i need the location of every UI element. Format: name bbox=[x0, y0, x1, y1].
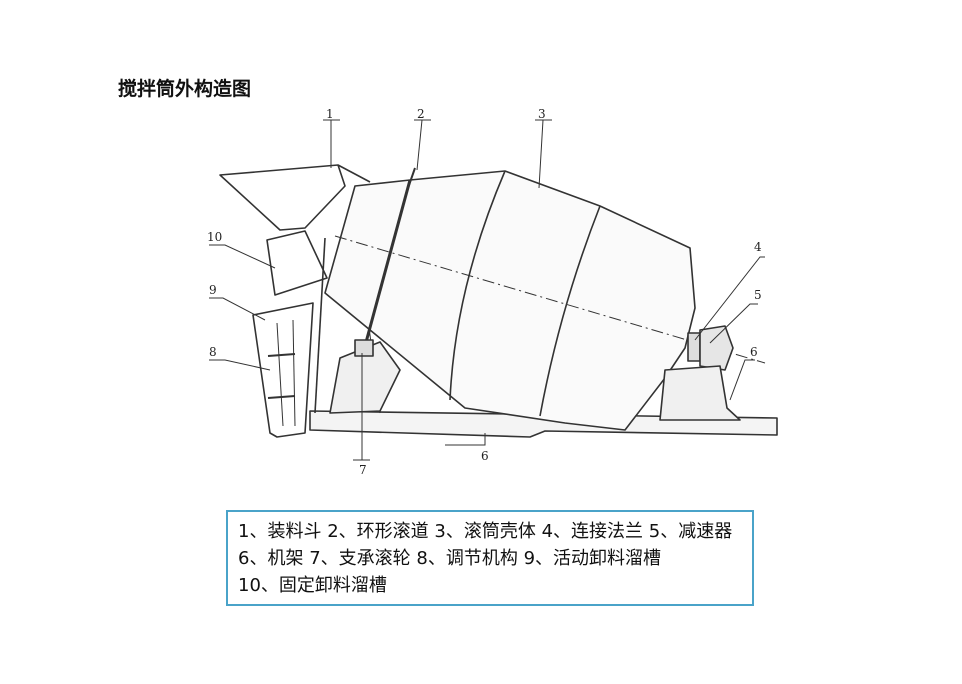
legend-item: 3、滚筒壳体 bbox=[434, 521, 536, 542]
legend-box: 1、装料斗 2、环形滚道 3、滚筒壳体 4、连接法兰 5、减速器 6、机架 7、… bbox=[226, 510, 754, 606]
ring-track bbox=[363, 179, 412, 347]
legend-item: 5、减速器 bbox=[648, 521, 733, 542]
legend-item: 10、固定卸料溜槽 bbox=[238, 575, 387, 596]
callout-6b: 6 bbox=[481, 449, 489, 463]
callout-5: 5 bbox=[754, 288, 762, 302]
callout-10: 10 bbox=[207, 230, 222, 244]
legend-item: 9、活动卸料溜槽 bbox=[523, 548, 662, 569]
connecting-flange bbox=[687, 332, 701, 362]
movable-chute bbox=[252, 302, 314, 438]
callout-9: 9 bbox=[209, 283, 217, 297]
legend-item: 8、调节机构 bbox=[416, 548, 518, 569]
legend-item: 7、支承滚轮 bbox=[309, 548, 411, 569]
callout-2: 2 bbox=[417, 108, 425, 121]
callout-7: 7 bbox=[359, 463, 367, 477]
gear-reducer bbox=[699, 325, 734, 371]
rear-frame bbox=[659, 365, 741, 421]
mixer-drum-diagram: 1 2 3 4 5 6 6 7 8 9 10 bbox=[205, 108, 790, 483]
callout-4: 4 bbox=[754, 240, 762, 254]
legend-item: 6、机架 bbox=[238, 548, 304, 569]
callout-6a: 6 bbox=[750, 345, 758, 359]
legend-item: 4、连接法兰 bbox=[541, 521, 644, 542]
callout-1: 1 bbox=[326, 108, 334, 121]
callout-3: 3 bbox=[538, 108, 546, 121]
page-title: 搅拌筒外构造图 bbox=[118, 78, 252, 100]
callout-8: 8 bbox=[209, 345, 217, 359]
fixed-chute bbox=[266, 230, 328, 296]
feed-hopper bbox=[219, 164, 346, 231]
mixer-drum-drawing: 1 2 3 4 5 6 6 7 8 9 10 bbox=[207, 108, 778, 477]
legend-item: 1、装料斗 bbox=[238, 521, 322, 542]
legend-item: 2、环形滚道 bbox=[327, 521, 429, 542]
